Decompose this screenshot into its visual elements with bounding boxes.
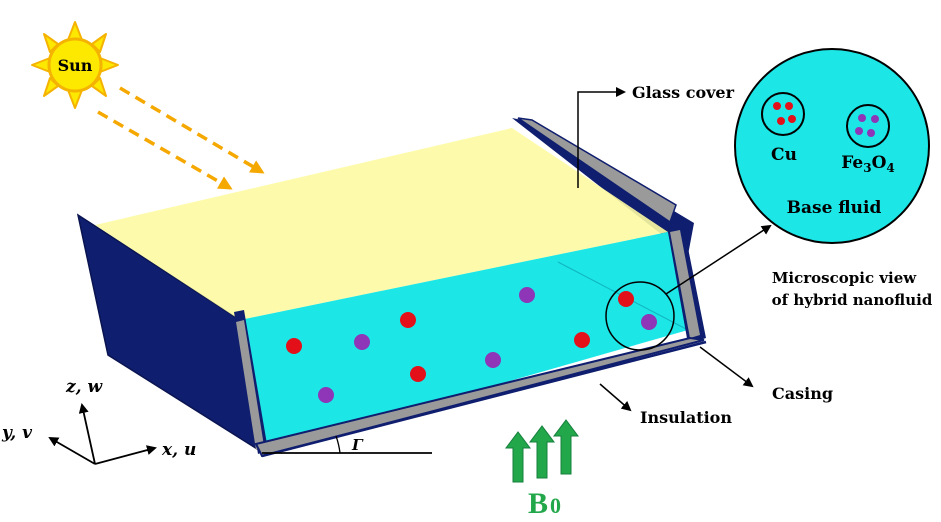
magnetic-arrow-3 [553,419,579,475]
x-axis [94,445,157,465]
zoom-region-circle [605,281,675,351]
magnetic-arrow-1 [505,431,531,483]
casing-label: Casing [772,384,833,403]
fe3o4-label-sub3: 3 [863,161,871,175]
solar-beam-2 [97,110,233,190]
magnetic-arrow-2 [529,425,555,479]
sun-disc [47,37,103,93]
fe3o4-particle [485,352,501,368]
insulation-right [670,230,700,338]
fe3o4-label-o: O [872,153,887,173]
magnetic-field-label-sub: 0 [550,493,561,518]
sun-label: Sun [58,56,93,75]
magnetic-field-arrows [505,419,579,483]
magnetic-field-label: B0 [528,487,561,520]
cu-particle [400,312,416,328]
fe3o4-label-sub4: 4 [886,161,894,175]
z-axis [78,403,96,465]
magnetic-field-label-b: B [528,487,548,520]
insulation-front [236,320,264,450]
fe3o4-label-fe: Fe [841,153,863,173]
sun: Sun [31,21,119,109]
insulation-pointer [599,383,632,412]
solar-beams [97,86,265,190]
glass-cover-pointer [577,87,626,188]
y-axis [48,436,96,465]
glass-cover-label: Glass cover [632,83,735,102]
nanoparticles [286,287,657,403]
angle-label: Γ [351,436,364,454]
collector [76,117,707,458]
fe3o4-cluster-particles [855,114,879,137]
base-fluid-region [240,232,688,452]
cu-particle [618,291,634,307]
base-fluid-label: Base fluid [787,198,882,218]
casing-pointer [699,346,754,388]
insulation-label: Insulation [640,408,732,427]
cu-label: Cu [771,145,797,165]
cu-particle [410,366,426,382]
microscopic-view-label-line2: of hybrid nanofluid [772,291,933,309]
cu-cluster-ring [761,92,805,136]
fe3o4-particle [519,287,535,303]
angle-arc [335,435,341,454]
glass-cover [95,128,668,320]
cu-particle [286,338,302,354]
y-axis-label: y, v [1,423,33,443]
x-axis-label: x, u [161,440,196,460]
cu-cluster-particles [773,102,796,125]
fe3o4-particle [318,387,334,403]
zoom-connector [665,224,772,295]
insulation-bottom [254,336,705,458]
z-axis-label: z, w [65,377,103,397]
casing-back-rim [517,117,677,224]
microscopic-view-label-line1: Microscopic view [772,269,917,287]
fe3o4-cluster-ring [846,104,890,148]
fe3o4-particle [354,334,370,350]
fe3o4-particle [641,314,657,330]
microscopic-view: Cu Fe3O4 Base fluid [734,48,930,244]
cu-particle [574,332,590,348]
microscope-circle [734,48,930,244]
coordinate-axes [48,403,157,465]
solar-beam-1 [119,86,265,174]
fe3o4-label: Fe3O4 [841,153,895,175]
